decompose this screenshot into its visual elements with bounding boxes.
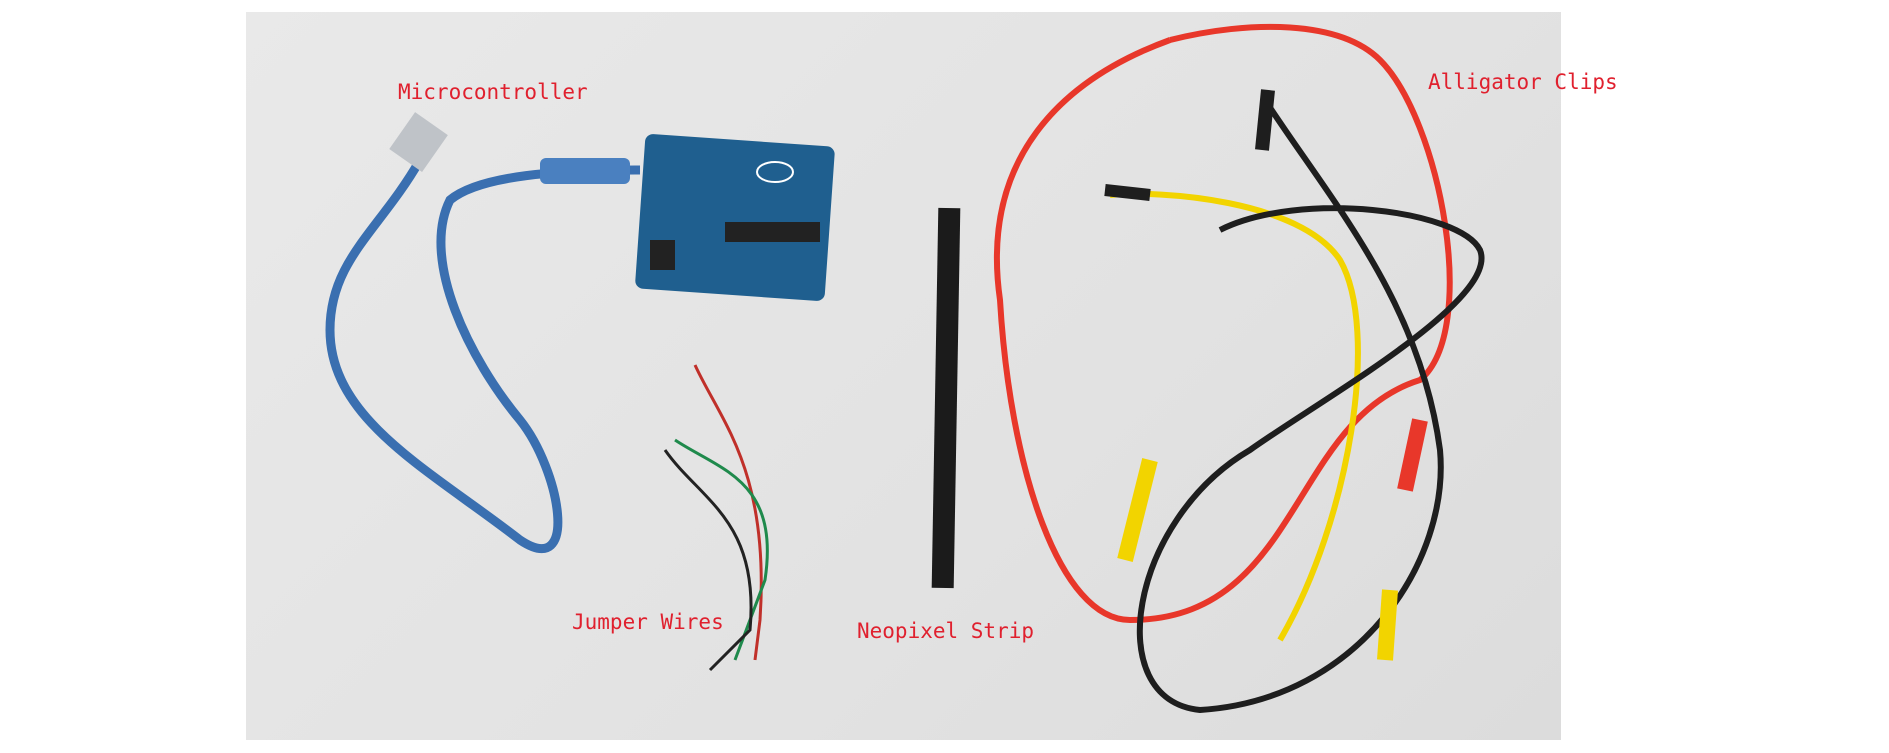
neopixel-strip-label: Neopixel Strip bbox=[857, 619, 1035, 643]
alligator-clips-label: Alligator Clips bbox=[1428, 70, 1618, 94]
components-photo bbox=[246, 12, 1561, 740]
arduino-board bbox=[635, 134, 835, 301]
usb-cable bbox=[325, 112, 641, 553]
jumper-wires bbox=[663, 364, 769, 672]
neopixel-strip bbox=[931, 207, 961, 589]
microcontroller-label: Microcontroller bbox=[398, 80, 588, 104]
jumper-wires-label: Jumper Wires bbox=[572, 610, 724, 634]
alligator-clips bbox=[993, 23, 1485, 714]
